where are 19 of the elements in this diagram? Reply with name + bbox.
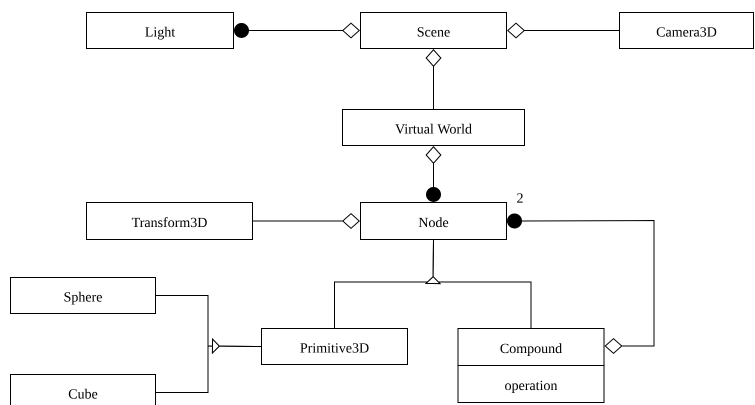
connector	[424, 240, 532, 328]
class-box: Sphere	[10, 277, 156, 314]
connector	[252, 213, 360, 229]
connector	[156, 338, 262, 393]
connector	[507, 22, 620, 38]
multiplicity-label: 2	[517, 193, 523, 203]
connector	[426, 146, 442, 202]
class-box: Scene	[360, 12, 507, 49]
class-box: Cube	[10, 374, 156, 405]
connector	[234, 22, 360, 38]
class-box: Compound operation	[458, 328, 604, 403]
class-box: Primitive3D	[261, 328, 408, 365]
connector	[507, 213, 654, 354]
class-box: Node	[360, 202, 507, 240]
class-box: Light	[86, 12, 234, 49]
connector	[426, 49, 442, 110]
class-box: Virtual World	[342, 109, 525, 146]
class-box: Camera3D	[619, 12, 754, 49]
class-box: Transform3D	[86, 202, 253, 240]
